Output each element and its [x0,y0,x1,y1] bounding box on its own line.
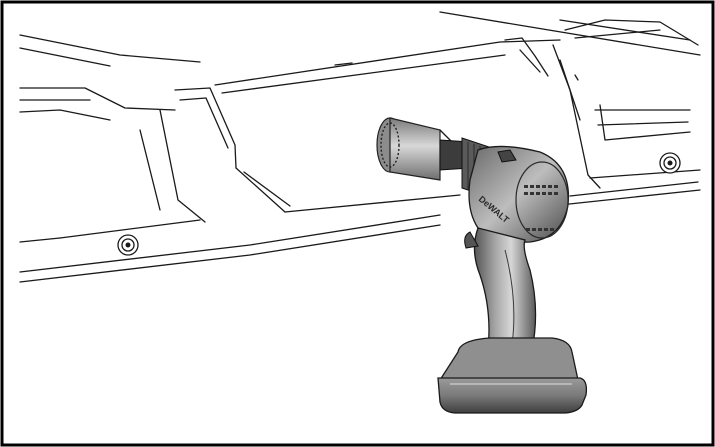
bumper-panel [19,11,701,283]
fastener-hole-icon [117,234,139,256]
cordless-drill-icon: DeWALT [376,117,588,414]
fastener-hole-icon [659,152,681,174]
hole-saw-icon [376,117,471,181]
